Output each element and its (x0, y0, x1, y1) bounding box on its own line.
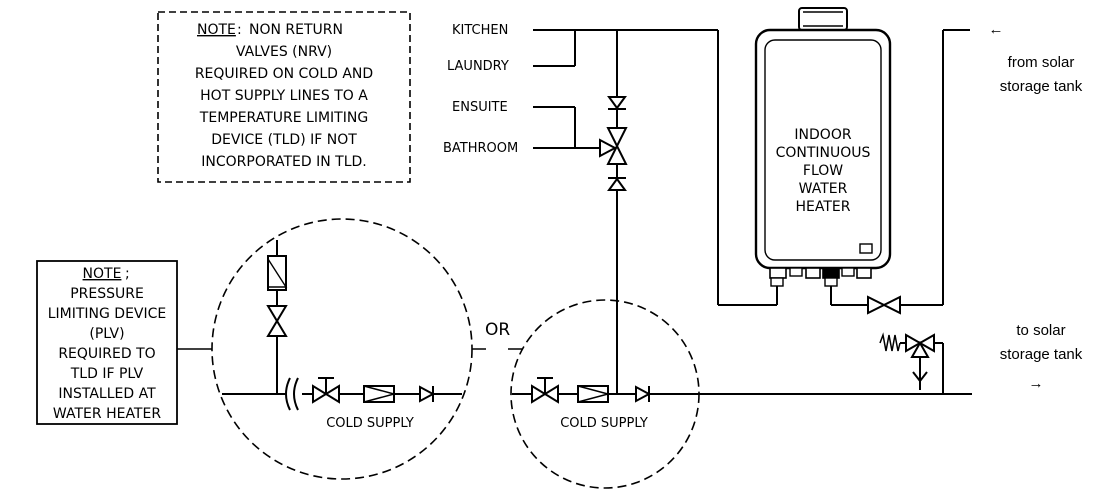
note-plv-line: (PLV) (89, 326, 124, 342)
detail-circle-left-outline (211, 218, 473, 480)
nrv-icon (607, 177, 627, 191)
note-plv-colon: ; (125, 266, 130, 282)
stop-valve-icon (531, 384, 547, 404)
note-nrv-line: DEVICE (TLD) IF NOT (211, 132, 357, 148)
pipe-break-icon (285, 377, 291, 411)
note-plv-line: REQUIRED TO (58, 346, 155, 362)
detail-circle-right: COLD SUPPLY (510, 299, 700, 489)
fixture-labels: KITCHEN LAUNDRY ENSUITE BATHROOM (443, 23, 518, 156)
heater-fitting (789, 267, 803, 277)
tld-valve-icon (606, 143, 628, 165)
solar-labels: ← from solar storage tank to solar stora… (989, 21, 1083, 392)
fixture-label-kitchen: KITCHEN (452, 23, 508, 38)
to-solar-arrow: → (1029, 375, 1044, 392)
nrv-icon (419, 385, 436, 403)
fixture-label-laundry: LAUNDRY (447, 59, 509, 74)
stop-valve-icon (543, 384, 559, 404)
note-nrv-colon: : (237, 22, 242, 38)
strainer-icon (363, 385, 395, 403)
heater-fitting (770, 277, 784, 287)
tld-valve-icon (606, 127, 628, 149)
heater-fitting (805, 267, 821, 279)
heater-fitting (841, 267, 855, 277)
drain-icon (912, 371, 928, 383)
heater-fitting (824, 277, 838, 287)
tld-arrow-icon (599, 138, 618, 158)
heater-panel (764, 39, 882, 261)
note-nrv-line: VALVES (NRV) (236, 44, 332, 60)
note-nrv-label: NOTE (197, 22, 236, 38)
fixture-label-ensuite: ENSUITE (452, 100, 508, 115)
heater-label: WATER (799, 181, 848, 197)
stop-valve-icon (324, 384, 340, 404)
note-plv-label: NOTE (83, 266, 122, 282)
heater-fitting (822, 267, 840, 279)
note-nrv-line: INCORPORATED IN TLD. (201, 154, 367, 170)
heater-label: FLOW (803, 163, 843, 179)
stop-valve-icon (312, 384, 328, 404)
note-plv: NOTE ; PRESSURE LIMITING DEVICE (PLV) RE… (36, 260, 178, 425)
from-solar-label: from solar (1008, 54, 1075, 71)
note-plv-line: PRESSURE (70, 286, 144, 302)
heater-label: HEATER (796, 199, 851, 215)
or-label: OR (485, 320, 510, 340)
heater-indicator-icon (859, 243, 873, 254)
nrv-icon (635, 385, 652, 403)
from-solar-label: storage tank (1000, 78, 1083, 95)
detail-circle-left: COLD SUPPLY (211, 218, 473, 480)
note-plv-line: WATER HEATER (53, 406, 161, 422)
cold-riser (606, 30, 628, 394)
heater-label: CONTINUOUS (776, 145, 871, 161)
strainer-icon (577, 385, 609, 403)
valve-icon (266, 319, 288, 337)
isolation-valve-icon (867, 295, 887, 315)
note-plv-line: LIMITING DEVICE (48, 306, 167, 322)
note-plv-border (36, 260, 178, 425)
cold-supply-label-right: COLD SUPPLY (560, 416, 648, 431)
note-nrv-line: REQUIRED ON COLD AND (195, 66, 373, 82)
heater-label: INDOOR (794, 127, 851, 143)
note-nrv-line: NON RETURN (249, 22, 343, 38)
to-solar-label: storage tank (1000, 346, 1083, 363)
fixture-label-bathroom: BATHROOM (443, 141, 518, 156)
isolation-valve-icon (881, 295, 901, 315)
note-plv-line: INSTALLED AT (58, 386, 156, 402)
fixture-branches (533, 29, 718, 158)
cold-supply-label-left: COLD SUPPLY (326, 416, 414, 431)
to-solar-label: to solar (1016, 322, 1065, 339)
nrv-icon (607, 96, 627, 110)
plv-icon-mark (267, 256, 288, 288)
note-nrv: NOTE : NON RETURN VALVES (NRV) REQUIRED … (157, 11, 411, 183)
relief-valve (879, 332, 944, 394)
heater-fitting (856, 267, 872, 279)
note-nrv-border (157, 11, 411, 183)
heater-fitting (769, 267, 787, 279)
pipe-break-icon (293, 377, 299, 411)
valve-icon (266, 305, 288, 323)
note-nrv-line: HOT SUPPLY LINES TO A (200, 88, 368, 104)
relief-valve-icon (905, 333, 923, 353)
heater-piping (717, 29, 970, 315)
relief-spring-icon (879, 332, 901, 352)
note-plv-line: TLD IF PLV (70, 366, 144, 382)
from-solar-arrow: ← (989, 21, 1004, 38)
water-heater: INDOOR CONTINUOUS FLOW WATER HEATER (754, 7, 892, 287)
note-nrv-line: TEMPERATURE LIMITING (199, 110, 368, 126)
